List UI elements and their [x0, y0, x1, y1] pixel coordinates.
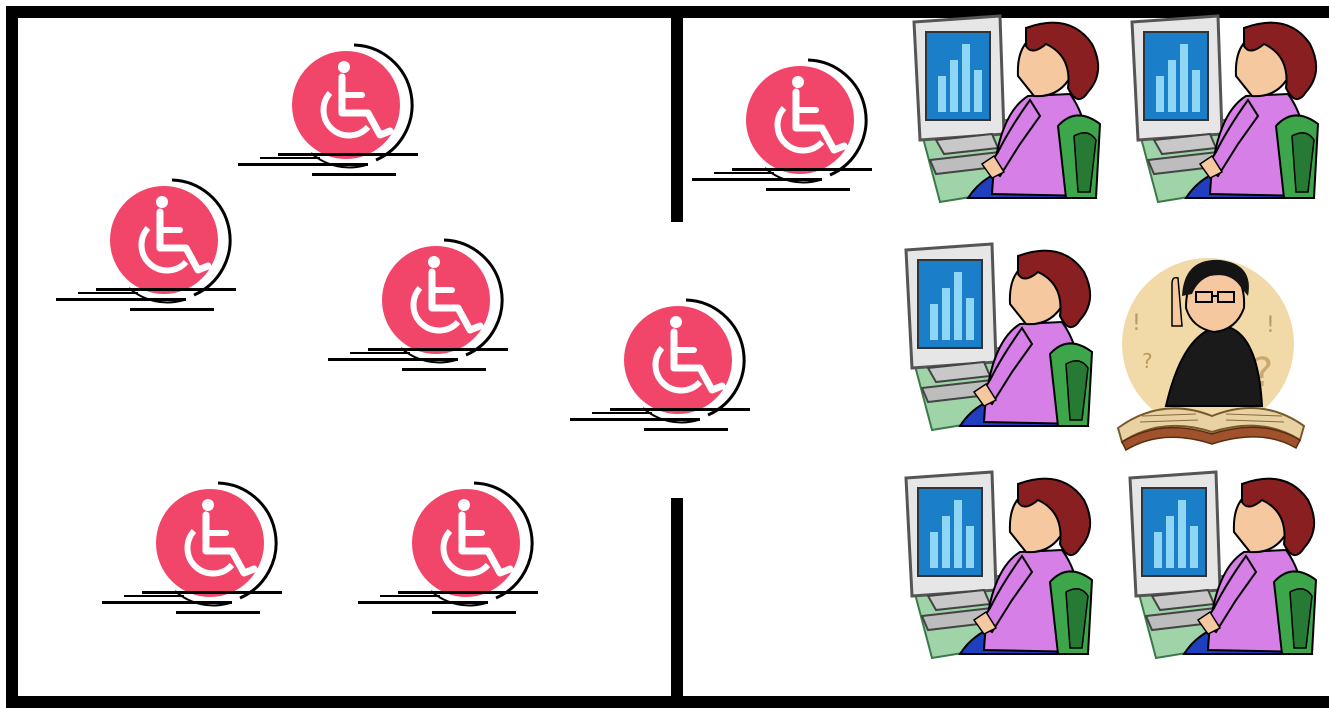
wheelchair-icon: [358, 483, 538, 614]
wheelchair-icon: [692, 60, 872, 191]
computer-clerk-icon: [906, 472, 1092, 658]
computer-clerk-icon: [914, 16, 1100, 202]
wheelchair-icon: [102, 483, 282, 614]
wheelchair-icon: [56, 180, 236, 311]
wheelchair-icon: [328, 240, 508, 371]
computer-clerk-icon: [906, 244, 1092, 430]
wheelchair-icon: [570, 300, 750, 431]
thinking-reader-icon: [1118, 258, 1304, 450]
service-room-area: [692, 16, 1318, 658]
waiting-room-area: [56, 45, 750, 614]
computer-clerk-icon: [1132, 16, 1318, 202]
wheelchair-icon: [238, 45, 418, 176]
computer-clerk-icon: [1130, 472, 1316, 658]
